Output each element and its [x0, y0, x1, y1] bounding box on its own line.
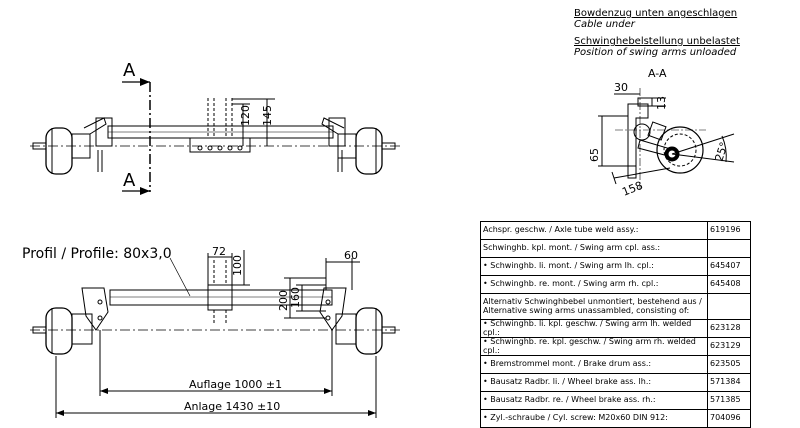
top-view: A A 120 145	[30, 60, 400, 195]
dim-145: 145	[261, 105, 274, 126]
note-cable-de: Bowdenzug unten angeschlagen	[574, 8, 738, 19]
table-row: • Zyl.-schraube / Cyl. screw: M20x60 DIN…	[480, 409, 751, 428]
part-desc: • Bremstrommel mont. / Brake drum ass.:	[480, 355, 708, 374]
profile-label: Profil / Profile: 80x3,0	[22, 246, 172, 262]
part-desc: • Schwinghb. re. kpl. geschw. / Swing ar…	[480, 337, 708, 356]
dim-72: 72	[212, 245, 226, 258]
part-number: 623128	[707, 319, 751, 338]
table-row: • Bremstrommel mont. / Brake drum ass.:6…	[480, 355, 751, 374]
section-view: A-A 30 13 65 158 25°	[588, 67, 735, 199]
dim-anlage: Anlage 1430 ±10	[184, 400, 280, 413]
part-number: 623505	[707, 355, 751, 374]
dim-30: 30	[614, 81, 628, 94]
part-number	[707, 293, 751, 320]
part-desc: • Schwinghb. li. kpl. geschw. / Swing ar…	[480, 319, 708, 338]
dim-158: 158	[620, 179, 644, 199]
note-arm-de: Schwinghebelstellung unbelastet	[574, 36, 740, 47]
part-number: 645408	[707, 275, 751, 294]
section-marker-top: A	[123, 60, 136, 81]
part-desc: • Zyl.-schraube / Cyl. screw: M20x60 DIN…	[480, 409, 708, 428]
dim-65: 65	[588, 148, 601, 162]
part-desc: • Bausatz Radbr. li. / Wheel brake ass. …	[480, 373, 708, 392]
parts-table: Achspr. geschw. / Axle tube weld assy.:6…	[480, 221, 751, 428]
part-desc: • Schwinghb. re. mont. / Swing arm rh. c…	[480, 275, 708, 294]
dim-angle: 25°	[712, 140, 730, 163]
dim-13: 13	[655, 96, 668, 110]
front-view: 72 100 200 160 60	[30, 245, 400, 418]
dim-120: 120	[239, 105, 252, 126]
note-cable-en: Cable under	[574, 19, 635, 30]
part-desc: Achspr. geschw. / Axle tube weld assy.:	[480, 221, 708, 240]
part-desc: • Bausatz Radbr. re. / Wheel brake ass. …	[480, 391, 708, 410]
table-row: • Schwinghb. re. kpl. geschw. / Swing ar…	[480, 337, 751, 356]
part-number: 571385	[707, 391, 751, 410]
table-row: • Schwinghb. li. mont. / Swing arm lh. c…	[480, 257, 751, 276]
dim-160: 160	[289, 287, 302, 308]
table-row: Schwinghb. kpl. mont. / Swing arm cpl. a…	[480, 239, 751, 258]
table-row: Achspr. geschw. / Axle tube weld assy.:6…	[480, 221, 751, 240]
table-row: • Schwinghb. re. mont. / Swing arm rh. c…	[480, 275, 751, 294]
table-row: • Schwinghb. li. kpl. geschw. / Swing ar…	[480, 319, 751, 338]
part-desc: Schwinghb. kpl. mont. / Swing arm cpl. a…	[480, 239, 708, 258]
dim-auflage: Auflage 1000 ±1	[189, 378, 282, 391]
part-number: 645407	[707, 257, 751, 276]
part-number: 571384	[707, 373, 751, 392]
dim-60: 60	[344, 249, 358, 262]
table-row: • Bausatz Radbr. li. / Wheel brake ass. …	[480, 373, 751, 392]
section-marker-bottom: A	[123, 170, 136, 191]
table-row: Alternativ Schwinghbebel unmontiert, bes…	[480, 293, 751, 320]
note-arm-en: Position of swing arms unloaded	[574, 47, 737, 58]
part-desc: • Schwinghb. li. mont. / Swing arm lh. c…	[480, 257, 708, 276]
part-desc: Alternativ Schwinghbebel unmontiert, bes…	[480, 293, 708, 320]
part-number	[707, 239, 751, 258]
table-row: • Bausatz Radbr. re. / Wheel brake ass. …	[480, 391, 751, 410]
dim-100: 100	[231, 255, 244, 276]
part-number: 623129	[707, 337, 751, 356]
dim-200: 200	[277, 290, 290, 311]
section-title: A-A	[648, 67, 667, 80]
part-number: 619196	[707, 221, 751, 240]
part-number: 704096	[707, 409, 751, 428]
